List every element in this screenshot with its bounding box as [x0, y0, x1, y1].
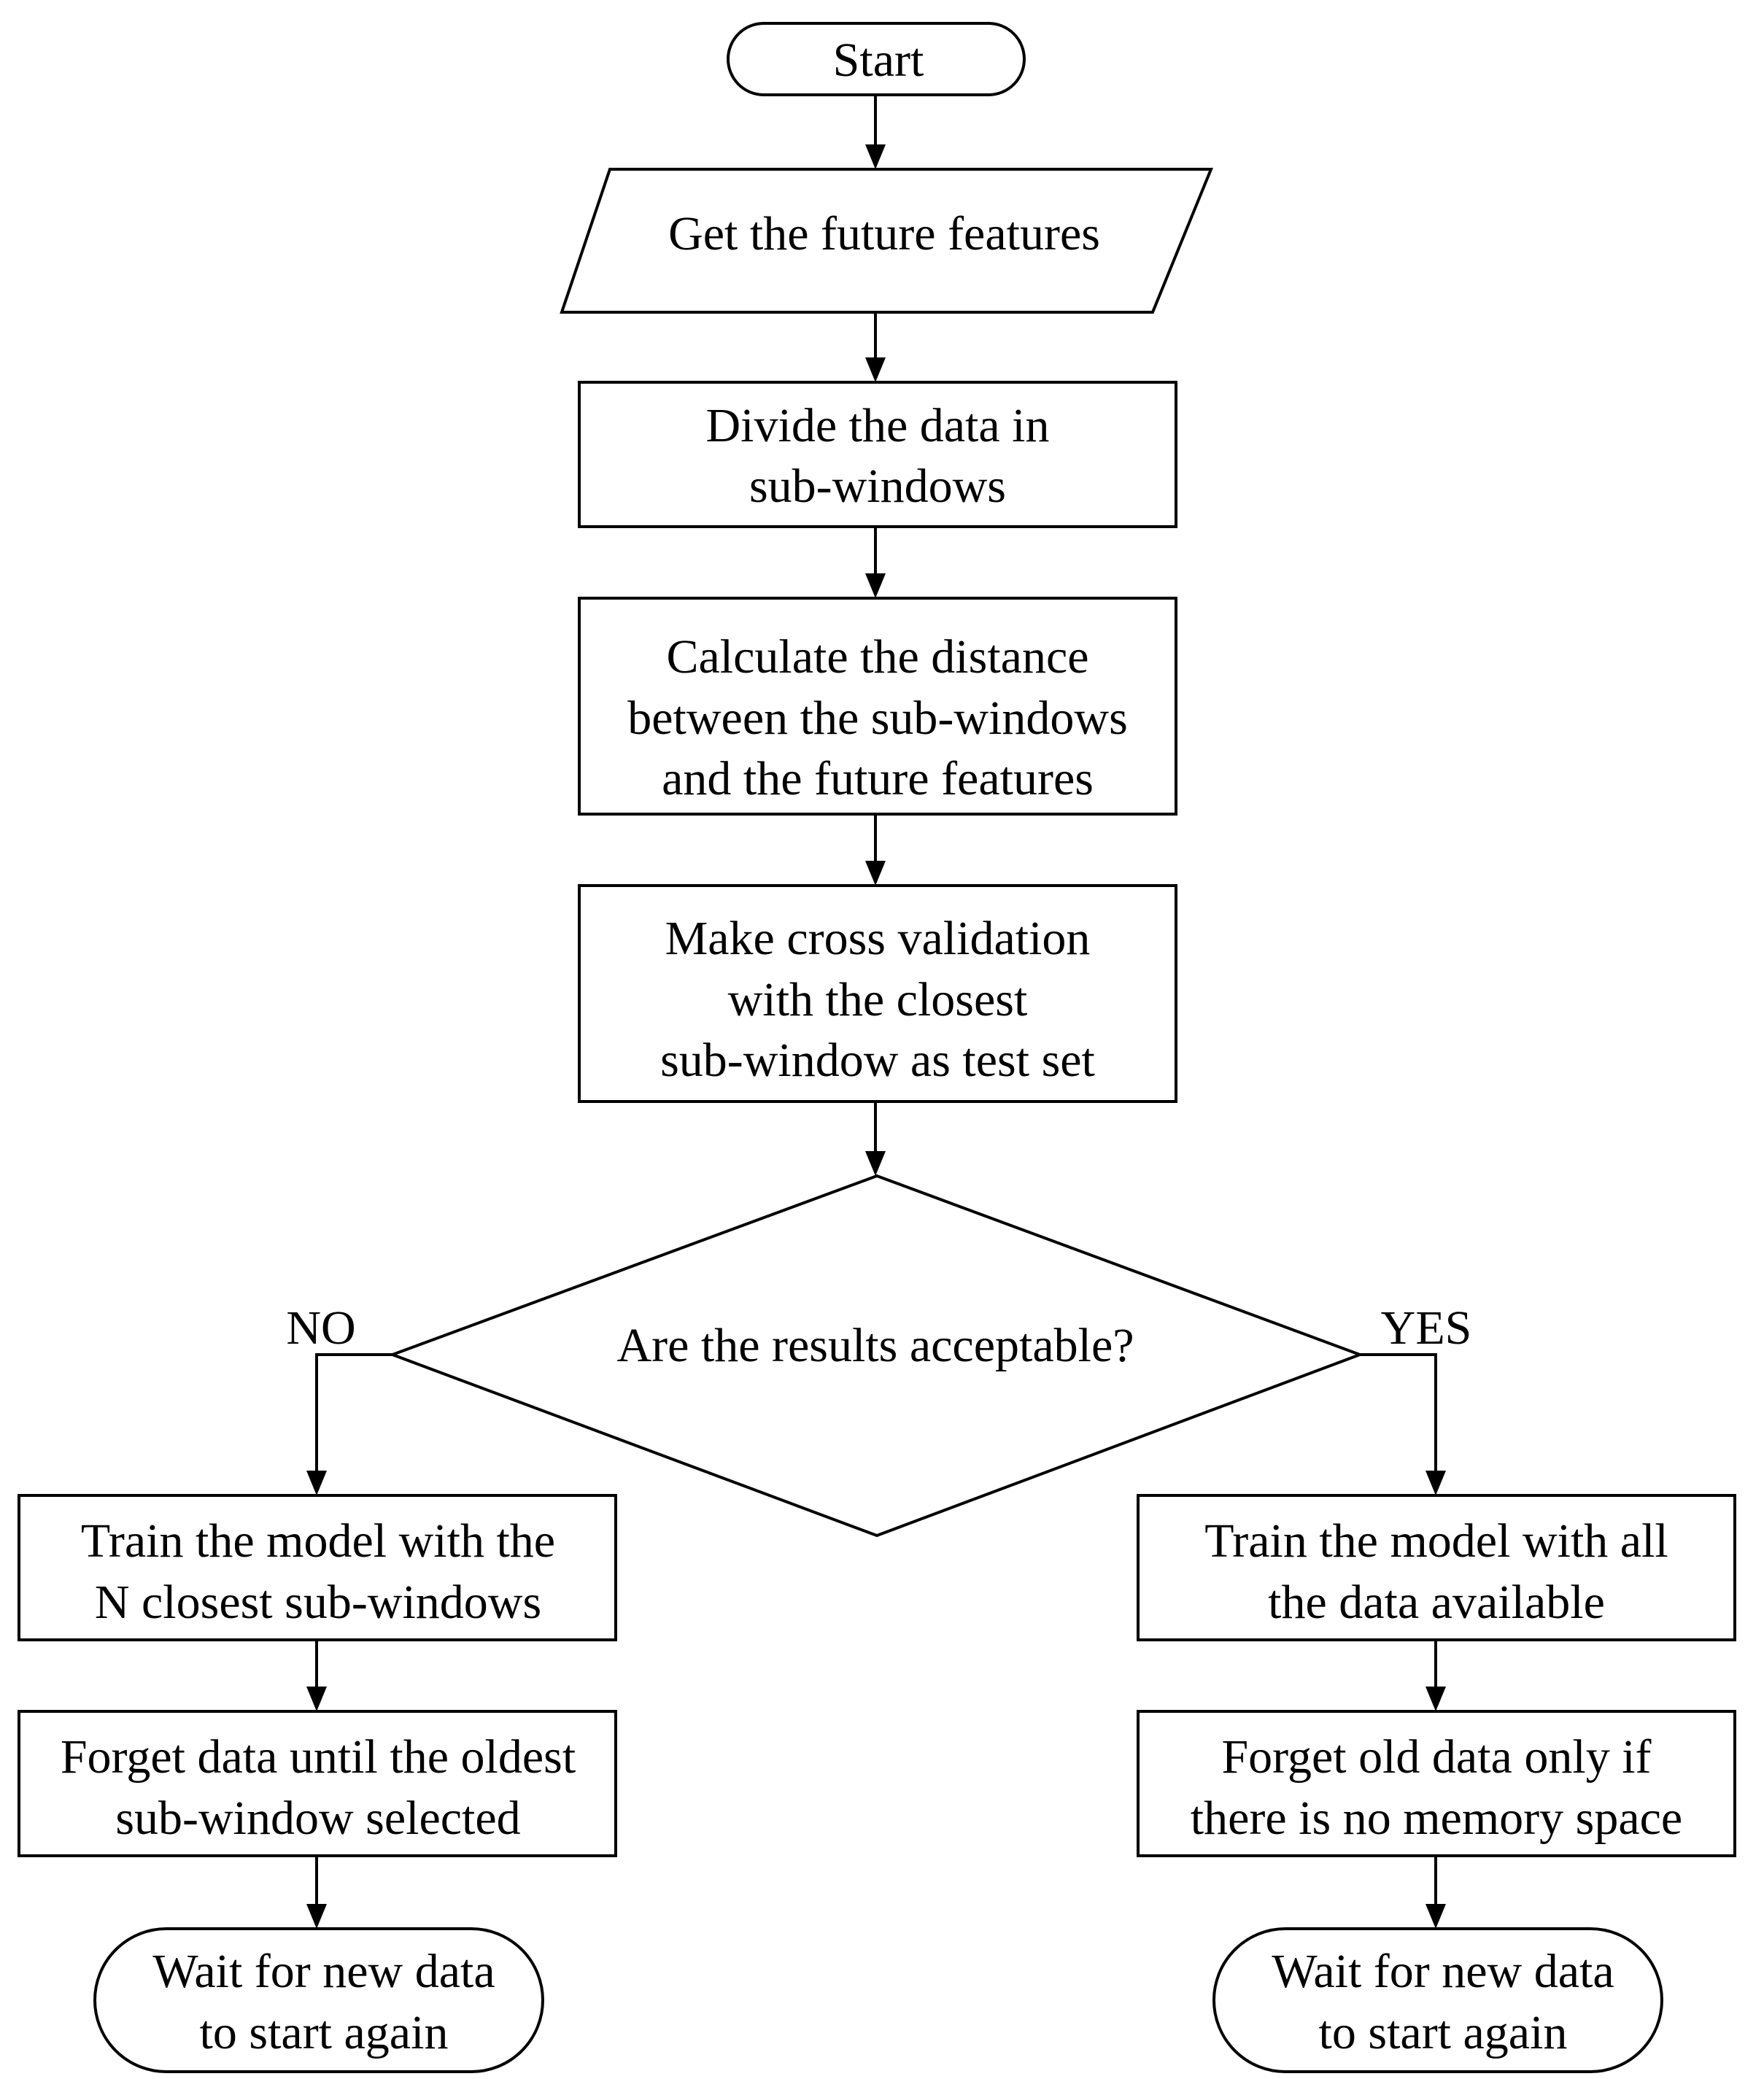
node-calculate: Calculate the distance between the sub-w… — [578, 597, 1177, 816]
forget-old-process-shape — [1137, 1710, 1736, 1857]
wait-left-label-line-1: Wait for new data — [152, 1945, 495, 1998]
decision-label: Are the results acceptable? — [616, 1319, 1134, 1372]
arrowhead-train-n — [306, 1471, 327, 1495]
wait-right-label-line-1: Wait for new data — [1272, 1945, 1614, 1998]
node-wait-left: Wait for new data to start again — [93, 1927, 544, 2073]
forget-oldest-process-shape — [18, 1710, 617, 1857]
train-all-process-shape — [1137, 1494, 1736, 1641]
forget-oldest-label-line-2: sub-window selected — [115, 1792, 520, 1845]
arrowhead-cross-validation — [865, 861, 886, 886]
node-forget-old: Forget old data only if there is no memo… — [1137, 1710, 1736, 1857]
forget-old-label-line-2: there is no memory space — [1191, 1792, 1682, 1845]
node-train-all: Train the model with all the data availa… — [1137, 1494, 1736, 1641]
wait-left-terminator-shape — [93, 1927, 544, 2073]
node-cross-validation: Make cross validation with the closest s… — [578, 884, 1177, 1103]
arrowhead-decision — [865, 1151, 886, 1176]
edge-decision-no-branch — [315, 1353, 392, 1471]
cross-validation-label-line-1: Make cross validation — [665, 912, 1091, 965]
get-features-label: Get the future features — [668, 207, 1100, 260]
edge-decision-yes-branch — [1360, 1353, 1437, 1471]
divide-label-line-1: Divide the data in — [705, 399, 1049, 452]
yes-branch-label: YES — [1381, 1301, 1472, 1355]
node-start: Start — [727, 22, 1026, 96]
arrowhead-wait-left — [306, 1904, 327, 1929]
forget-old-label-line-1: Forget old data only if — [1221, 1730, 1651, 1784]
cross-validation-label-line-2: with the closest — [728, 973, 1028, 1026]
train-all-label-line-1: Train the model with all — [1204, 1514, 1668, 1568]
edges — [306, 95, 1446, 1929]
forget-oldest-label-line-1: Forget data until the oldest — [61, 1730, 576, 1784]
arrowhead-forget-old — [1425, 1687, 1446, 1711]
wait-left-label-line-2: to start again — [200, 2006, 449, 2059]
arrowhead-divide — [865, 357, 886, 382]
calculate-process-shape — [578, 597, 1177, 816]
arrowhead-wait-right — [1425, 1904, 1446, 1929]
divide-label-line-2: sub-windows — [749, 460, 1006, 513]
calculate-label-line-2: between the sub-windows — [627, 692, 1128, 745]
get-features-parallelogram-shape — [560, 168, 1213, 314]
start-label: Start — [833, 34, 924, 87]
calculate-label-line-1: Calculate the distance — [666, 630, 1088, 684]
cross-validation-label-line-3: sub-window as test set — [660, 1034, 1095, 1087]
arrowhead-get-features — [865, 144, 886, 169]
train-all-label-line-2: the data available — [1268, 1576, 1605, 1629]
start-terminator-shape — [727, 22, 1026, 96]
node-get-features: Get the future features — [560, 168, 1213, 314]
wait-right-terminator-shape — [1212, 1927, 1663, 2073]
node-divide: Divide the data in sub-windows — [578, 381, 1177, 528]
node-forget-oldest: Forget data until the oldest sub-window … — [18, 1710, 617, 1857]
arrowhead-calculate — [865, 573, 886, 598]
train-n-process-shape — [18, 1494, 617, 1641]
arrowhead-forget-oldest — [306, 1687, 327, 1711]
node-train-n: Train the model with the N closest sub-w… — [18, 1494, 617, 1641]
node-decision: Are the results acceptable? — [388, 1174, 1364, 1538]
node-wait-right: Wait for new data to start again — [1212, 1927, 1663, 2073]
arrowhead-train-all — [1425, 1471, 1446, 1495]
wait-right-label-line-2: to start again — [1319, 2006, 1568, 2059]
train-n-label-line-1: Train the model with the — [81, 1514, 555, 1568]
cross-validation-process-shape — [578, 884, 1177, 1103]
decision-diamond-shape — [388, 1174, 1364, 1538]
divide-process-shape — [578, 381, 1177, 528]
calculate-label-line-3: and the future features — [662, 752, 1094, 805]
no-branch-label: NO — [286, 1301, 355, 1355]
train-n-label-line-2: N closest sub-windows — [95, 1576, 541, 1629]
